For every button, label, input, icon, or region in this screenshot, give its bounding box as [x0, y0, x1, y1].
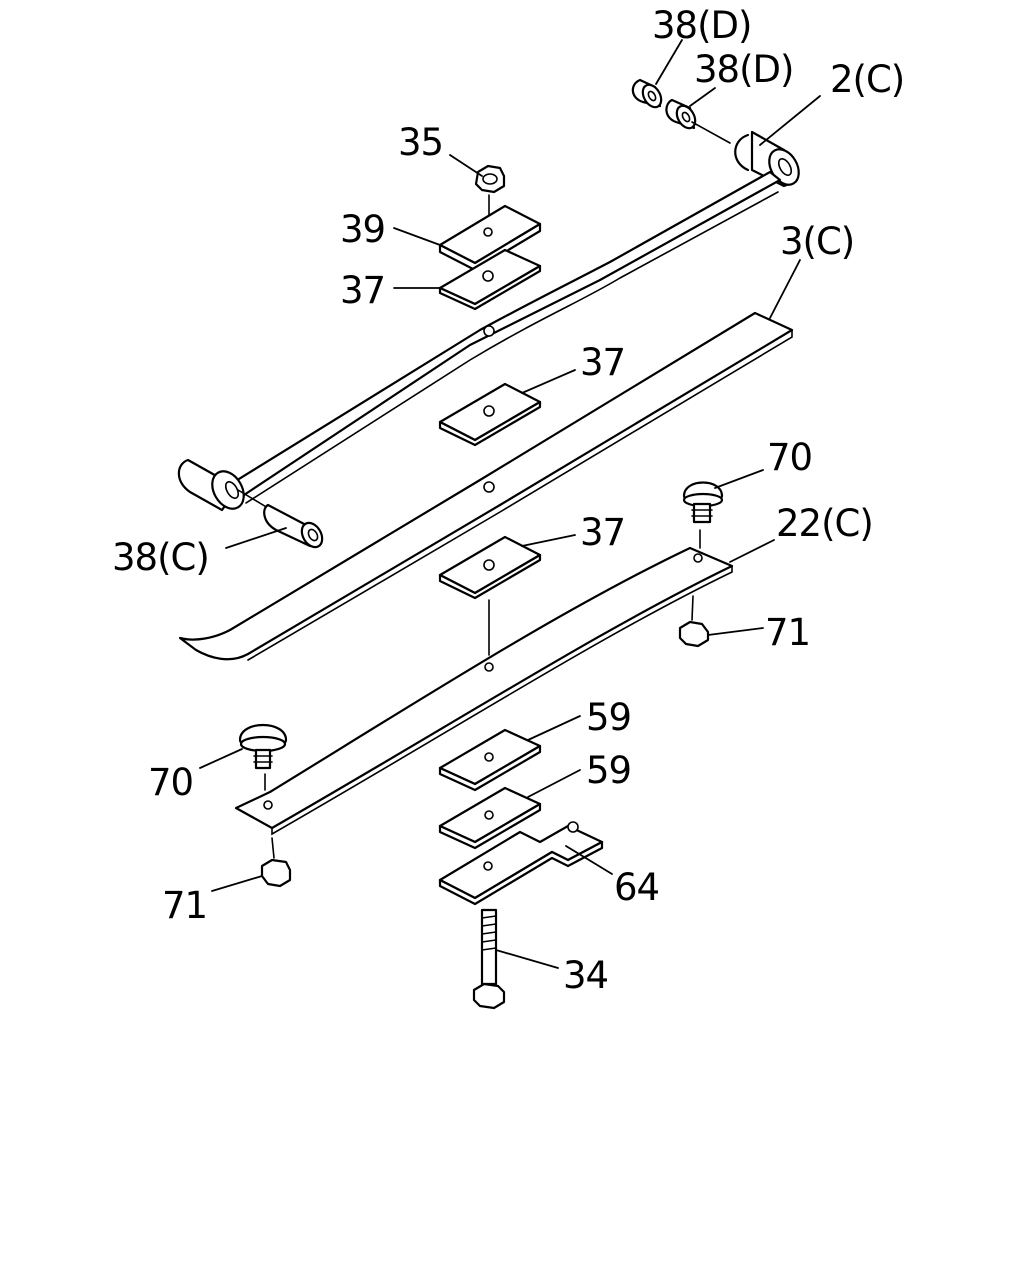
stopper-bolt-70-right [682, 481, 724, 549]
main-leaf-2c [177, 130, 800, 512]
callout-labels: 38(D) 38(D) 2(C) 35 39 37 3(C) 37 70 38(… [112, 4, 905, 997]
callout-37-lower: 37 [580, 511, 625, 554]
callout-71-left: 71 [162, 884, 207, 927]
leader-lines [199, 39, 821, 969]
callout-71-right: 71 [765, 611, 810, 654]
callout-37-top: 37 [340, 269, 385, 312]
bushing-38d-b [665, 98, 697, 130]
callout-38d-a: 38(D) [652, 4, 751, 47]
callout-38d-b: 38(D) [694, 48, 793, 91]
callout-59-lower: 59 [586, 749, 631, 792]
callout-22c: 22(C) [776, 502, 873, 545]
plate-39 [438, 204, 542, 272]
nut-71-right [678, 595, 710, 648]
callout-34: 34 [563, 954, 608, 997]
callout-35: 35 [398, 121, 443, 164]
spacer-37-top [438, 248, 542, 311]
callout-38c: 38(C) [112, 536, 209, 579]
callout-59-upper: 59 [586, 696, 631, 739]
bushing-38d-a [631, 78, 663, 109]
callout-64: 64 [614, 866, 659, 909]
callout-70-left: 70 [148, 761, 193, 804]
callout-70-right: 70 [767, 436, 812, 479]
shim-59-lower [438, 786, 542, 850]
nut-35 [474, 164, 506, 233]
spacer-37-lower [438, 535, 542, 656]
center-bolt-34 [472, 908, 506, 1010]
helper-leaf-22c [234, 546, 734, 836]
stopper-bolt-70-left [238, 723, 288, 791]
nut-71-left [260, 837, 292, 888]
second-leaf-3c [178, 311, 794, 661]
callout-2c: 2(C) [830, 58, 904, 101]
shim-59-upper [438, 728, 542, 792]
callout-39: 39 [340, 208, 385, 251]
spacer-37-middle [438, 382, 542, 447]
bracket-plate-64 [438, 821, 604, 906]
callout-3c: 3(C) [780, 220, 854, 263]
callout-37-middle: 37 [580, 341, 625, 384]
bushing-38c [237, 489, 324, 549]
